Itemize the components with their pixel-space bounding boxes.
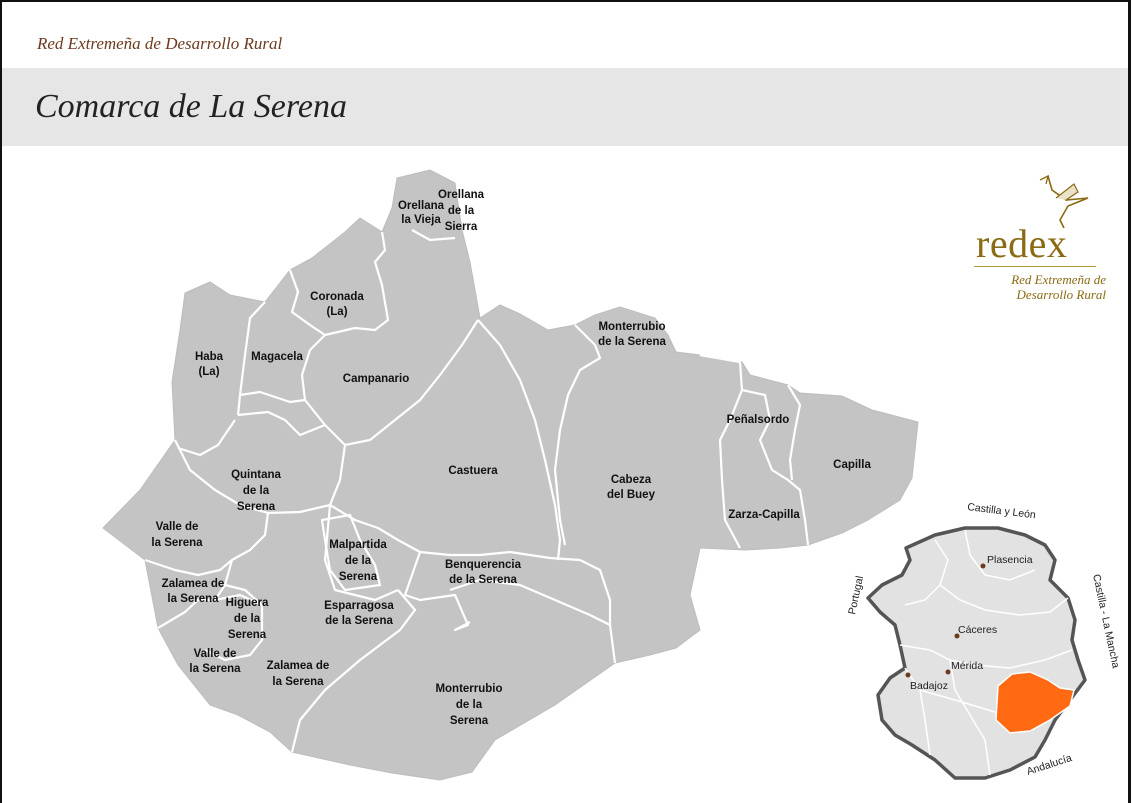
crane-bird-icon [1039,174,1089,229]
neighbor-label-portugal: Portugal [846,575,866,616]
label-penalsordo: Peñalsordo [727,414,790,426]
logo-tagline-line-2: Desarrollo Rural [1016,287,1106,302]
city-label-badajoz: Badajoz [910,680,948,692]
logo-divider [974,266,1096,267]
municipal-boundaries [144,229,810,753]
neighbor-label-castilla-leon: Castilla y León [967,501,1037,521]
label-campanario: Campanario [343,373,409,385]
city-dot-merida [945,669,951,675]
city-dot-plasencia [980,563,986,569]
logo-tagline: Red Extremeña de Desarrollo Rural [976,272,1106,302]
label-magacela: Magacela [251,351,303,363]
label-capilla: Capilla [833,459,871,471]
city-label-merida: Mérida [951,660,983,672]
title-bar [2,68,1128,146]
inset-city-markers [905,563,986,678]
redex-logo: redex Red Extremeña de Desarrollo Rural [946,172,1106,312]
city-label-caceres: Cáceres [958,624,997,636]
city-dot-caceres [954,633,960,639]
page-title: Comarca de La Serena [35,88,347,125]
label-castuera: Castuera [448,465,498,477]
comarca-region [102,169,919,781]
la-serena-highlight [995,671,1075,734]
city-dot-badajoz [905,672,911,678]
logo-tagline-line-1: Red Extremeña de [1011,272,1106,287]
city-label-plasencia: Plasencia [987,554,1033,566]
neighbor-label-castilla-la-mancha: Castilla - La Mancha [1090,573,1122,669]
network-subtitle: Red Extremeña de Desarrollo Rural [37,34,283,53]
label-haba: Haba(La) [195,351,224,378]
inset-locator-map: Plasencia Cáceres Mérida Badajoz Castill… [846,501,1122,780]
label-coronada: Coronada(La) [310,291,364,318]
label-zarza-capilla: Zarza-Capilla [728,509,800,521]
extremadura-outline [866,526,1087,780]
logo-wordmark: redex [976,221,1068,266]
